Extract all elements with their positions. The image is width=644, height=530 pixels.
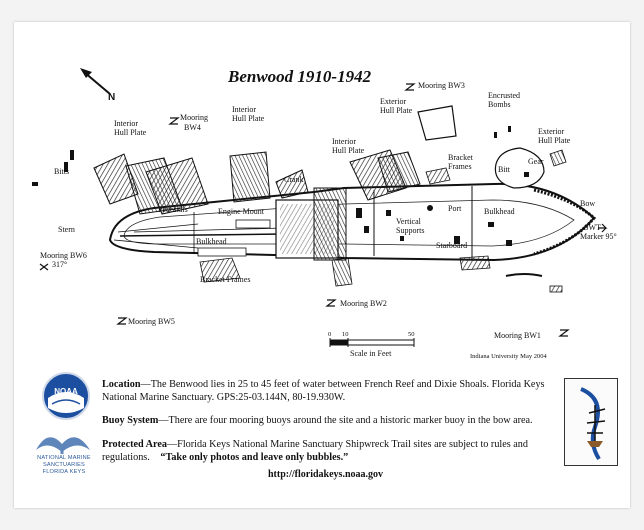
label-bracket-frames-top-line1: Bracket (448, 153, 474, 162)
map-title: Benwood 1910-1942 (227, 67, 372, 86)
protected-text: —Florida Keys National Marine Sanctuary … (102, 438, 528, 463)
website-link[interactable]: http://floridakeys.noaa.gov (268, 469, 384, 480)
label-mooring-bw5: Mooring BW5 (128, 317, 175, 326)
scale-tick-0: 0 (328, 331, 331, 338)
label-vertical-supports-line1: Vertical (396, 217, 422, 226)
label-bow: Bow (580, 199, 595, 208)
sanctuaries-line2: SANCTUARIES (43, 462, 85, 468)
label-interior-hull-1-line2: Hull Plate (232, 114, 265, 123)
label-bitt: Bitt (498, 165, 511, 174)
label-exterior-hull-2-line1: Exterior (538, 127, 565, 136)
label-interior-hull-2-line1: Interior (114, 119, 138, 128)
label-engine-mount: Engine Mount (218, 207, 265, 216)
anchor-flag-icon (580, 387, 606, 461)
scale-bar (329, 338, 415, 347)
noaa-logo-text: NOAA (54, 387, 78, 396)
protected-label: Protected Area (102, 438, 167, 450)
location-paragraph: Location—The Benwood lies in 25 to 45 fe… (102, 378, 564, 404)
label-bracket-frames-top-line2: Frames (448, 162, 472, 171)
label-pedestals: Pedestals (158, 205, 188, 214)
sanctuaries-line3: FLORIDA KEYS (42, 469, 86, 475)
scale-tick-10: 10 (342, 331, 349, 338)
label-bitts: Bitts (54, 167, 69, 176)
label-credit: Indiana University May 2004 (470, 353, 547, 360)
shipwreck-trail-emblem (564, 378, 618, 466)
label-mooring-bw2: Mooring BW2 (340, 299, 387, 308)
mooring-symbols (39, 83, 608, 337)
info-panel: Location—The Benwood lies in 25 to 45 fe… (102, 378, 564, 474)
label-interior-hull-2-line2: Hull Plate (114, 128, 147, 137)
label-gear: Gear (528, 157, 544, 166)
location-text: —The Benwood lies in 25 to 45 feet of wa… (102, 379, 545, 404)
buoy-label: Buoy System (102, 415, 159, 427)
label-swt-line2: Marker 95° (580, 232, 617, 241)
label-encrusted-line1: Encrusted (488, 91, 520, 100)
scale-tick-50: 50 (408, 331, 415, 338)
quote-text: “Take only photos and leave only bubbles… (160, 451, 349, 463)
label-mooring-bw1: Mooring BW1 (494, 331, 541, 340)
label-exterior-hull-2-line2: Hull Plate (538, 136, 571, 145)
protected-paragraph: Protected Area—Florida Keys National Mar… (102, 438, 564, 464)
label-mooring-bw3: Mooring BW3 (418, 81, 465, 90)
buoy-paragraph: Buoy System—There are four mooring buoys… (102, 414, 564, 427)
wreck-site-map: Benwood 1910-1942 N (32, 67, 617, 360)
label-bulkhead-right: Bulkhead (484, 207, 515, 216)
label-bulkhead-left: Bulkhead (196, 237, 227, 246)
label-swt-line1: SWT (584, 223, 601, 232)
map-sheet: Benwood 1910-1942 N (14, 22, 630, 508)
label-exterior-hull-1-line1: Exterior (380, 97, 407, 106)
location-label: Location (102, 379, 141, 390)
scale-label: Scale in Feet (350, 349, 392, 358)
label-mooring-bw4-line2: BW4 (184, 123, 201, 132)
sanctuaries-logo-text: NATIONAL MARINE SANCTUARIES FLORIDA KEYS (24, 455, 104, 476)
label-stern: Stern (58, 225, 75, 234)
label-starboard: Starboard (436, 241, 467, 250)
label-interior-hull-1-line1: Interior (232, 105, 256, 114)
label-crank: Crank (284, 175, 304, 184)
label-encrusted-line2: Bombs (488, 100, 511, 109)
label-interior-hull-3-line2: Hull Plate (332, 146, 365, 155)
hull-plates (32, 105, 567, 293)
buoy-text: —There are four mooring buoys around the… (158, 415, 533, 427)
label-bracket-frames-bottom: Bracket Frames (200, 275, 250, 284)
label-mooring-bw4-line1: Mooring (180, 113, 208, 122)
label-mooring-bw6-line2: 317° (52, 260, 67, 269)
label-port: Port (448, 204, 462, 213)
label-mooring-bw6-line1: Mooring BW6 (40, 251, 87, 260)
label-vertical-supports-line2: Supports (396, 226, 424, 235)
whale-tail-icon (36, 437, 90, 454)
north-arrow-icon (80, 68, 111, 95)
north-label: N (108, 92, 115, 103)
hull-outline (108, 182, 597, 262)
label-interior-hull-3-line1: Interior (332, 137, 356, 146)
noaa-logo: NOAA (42, 372, 90, 420)
sanctuaries-line1: NATIONAL MARINE (37, 455, 91, 461)
label-exterior-hull-1-line2: Hull Plate (380, 106, 413, 115)
